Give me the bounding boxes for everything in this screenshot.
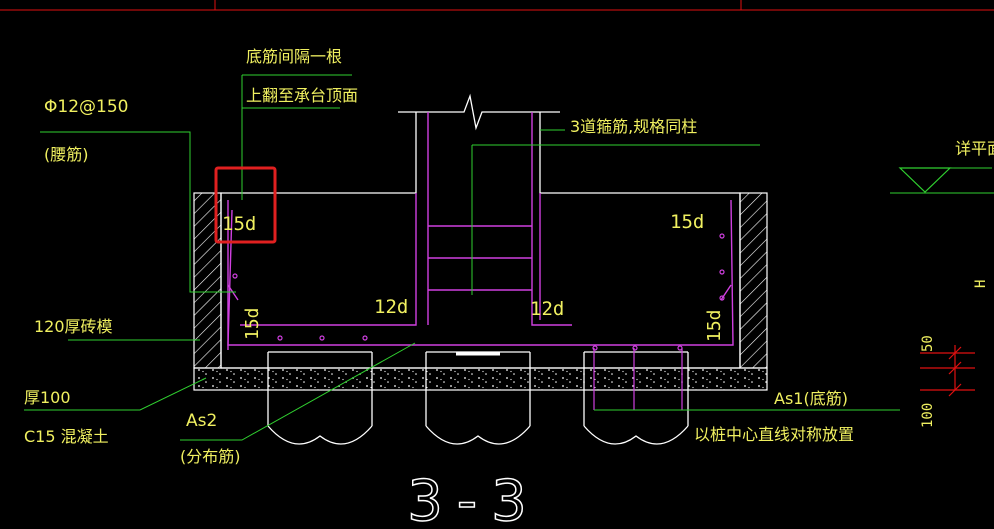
pile-note: 以桩中心直线对称放置 <box>694 425 854 444</box>
rebar <box>227 112 734 350</box>
main-rebar-cage <box>227 199 734 346</box>
pile-center-lines <box>593 348 683 410</box>
pile-left <box>267 351 373 445</box>
red-dimensions <box>920 345 975 397</box>
column-bar-left-outer <box>240 193 417 326</box>
piles <box>267 351 689 445</box>
top-note-line1: 底筋间隔一根 <box>246 47 342 66</box>
dim-15d-right-side: 15d <box>704 309 725 342</box>
cushion-thick-label: 厚100 <box>24 388 71 407</box>
dim-h: H <box>973 280 989 288</box>
dim-12d-right: 12d <box>530 298 564 320</box>
column-bar-right <box>531 112 572 326</box>
column-break-line <box>398 93 560 131</box>
cushion-layer <box>193 367 768 391</box>
dim-12d-left: 12d <box>374 296 408 318</box>
highlight-box[interactable] <box>214 166 277 244</box>
dim-50: 50 <box>920 335 936 352</box>
as2-name: (分布筋) <box>180 447 241 466</box>
waist-bar-name: (腰筋) <box>44 145 89 164</box>
viewport-top-border <box>0 0 994 11</box>
stirrup-note: 3道箍筋,规格同柱 <box>570 117 697 136</box>
cushion-concrete-label: C15 混凝土 <box>24 427 109 446</box>
rebar-dots <box>232 233 725 351</box>
elevation-symbol <box>898 167 952 193</box>
pile-middle <box>425 351 531 445</box>
elevation-note: 详平面 <box>955 139 994 158</box>
dim-15d-left-side: 15d <box>242 307 263 340</box>
dim-15d-left-top: 15d <box>222 213 256 235</box>
dim-15d-right-top: 15d <box>670 211 704 233</box>
as2-label: As2 <box>186 411 217 431</box>
pile-right <box>583 351 689 445</box>
pile-cap-outline <box>220 112 741 369</box>
as1-label: As1(底筋) <box>774 389 848 408</box>
leader-lines <box>24 74 994 441</box>
waist-bar-spec: Φ12@150 <box>44 97 128 117</box>
dim-100: 100 <box>920 403 936 428</box>
top-note-line2: 上翻至承台顶面 <box>246 86 358 105</box>
section-title: 3-3 <box>407 469 540 529</box>
brick-form-label: 120厚砖模 <box>34 317 113 336</box>
